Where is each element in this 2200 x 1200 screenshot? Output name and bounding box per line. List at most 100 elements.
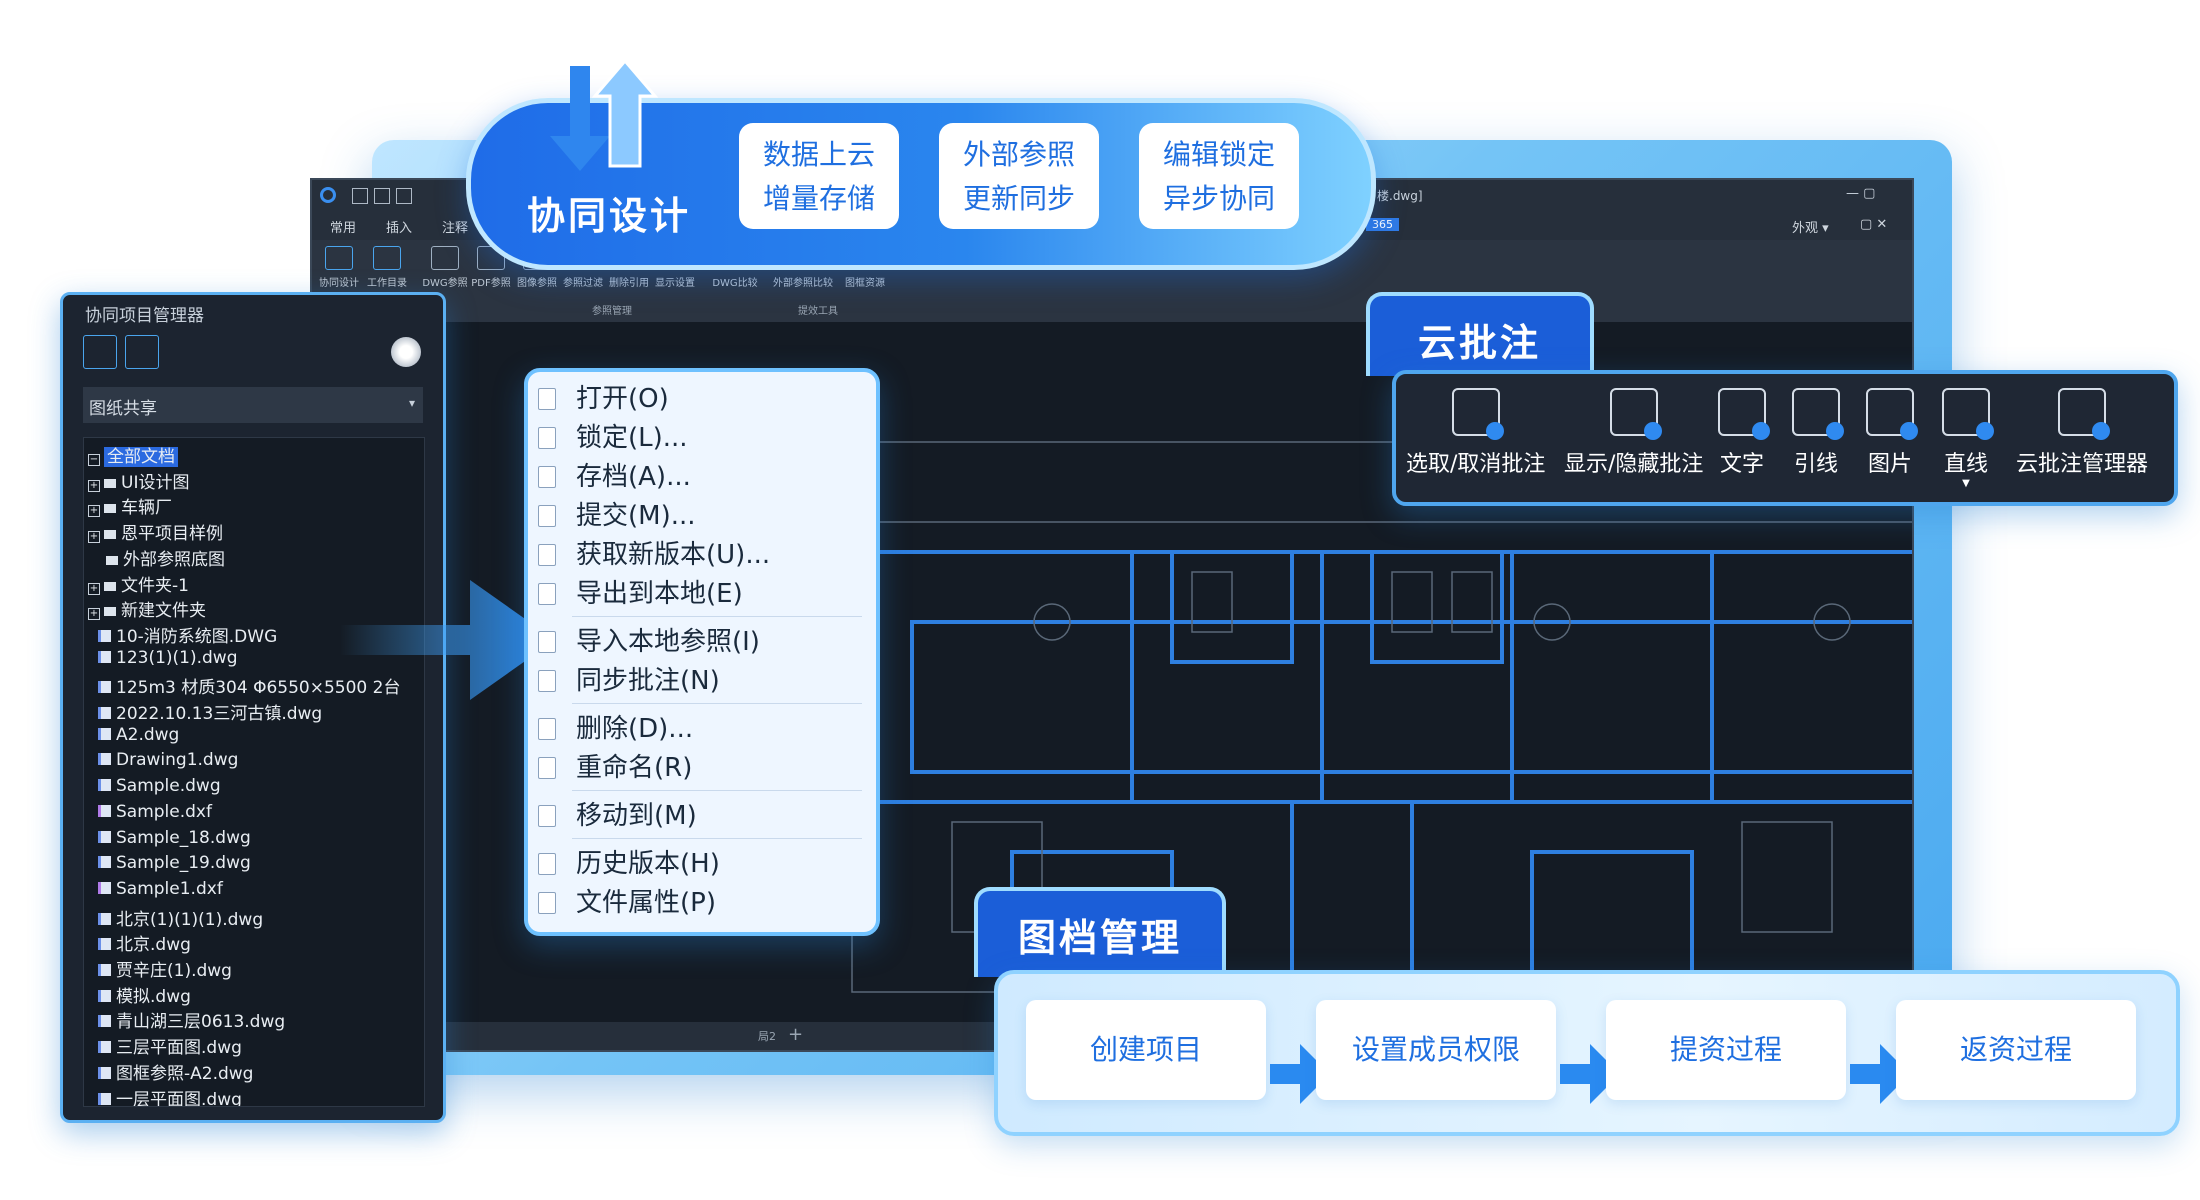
tree-item[interactable]: + 新建文件夹 (88, 596, 206, 621)
dxf-file-icon (98, 881, 111, 894)
collab-design-button[interactable]: 协同设计 (316, 246, 362, 289)
menu-item-label: 移动到(M) (576, 801, 697, 831)
tree-item-label: 新建文件夹 (121, 601, 206, 622)
tree-item-label: 外部参照底图 (123, 549, 225, 570)
menu-item[interactable]: 文件属性(P) (528, 884, 876, 922)
tree-item[interactable]: A2.dwg (98, 725, 179, 750)
menu-item[interactable]: 同步批注(N) (528, 662, 876, 700)
tree-item[interactable]: Sample_19.dwg (98, 853, 251, 878)
menu-item[interactable]: 存档(A)... (528, 458, 876, 496)
appearance-menu[interactable]: 外观 ▾ (1792, 221, 1829, 236)
step-create-project: 创建项目 (1026, 1000, 1266, 1100)
tree-item[interactable]: 模拟.dwg (98, 982, 191, 1007)
layout-tab[interactable]: 局2 (758, 1030, 776, 1043)
expand-icon[interactable]: + (88, 582, 100, 595)
tree-item-label: 模拟.dwg (116, 986, 191, 1007)
expand-icon[interactable]: + (88, 531, 100, 544)
ribbon-group-tools: 提效工具 (798, 306, 838, 317)
share-type-select[interactable]: 图纸共享 ▾ (83, 387, 423, 423)
version-badge: 365 (1366, 218, 1399, 231)
menu-separator (572, 703, 862, 704)
tree-item[interactable]: 青山湖三层0613.dwg (98, 1007, 285, 1032)
tab-home[interactable]: 常用 (330, 221, 357, 236)
menu-separator (572, 616, 862, 617)
expand-icon[interactable]: + (88, 479, 100, 492)
annotation-manager-button[interactable]: 云批注管理器 (2016, 388, 2148, 478)
menu-item-icon (538, 892, 556, 914)
tree-item-label: 贾辛庄(1).dwg (116, 961, 232, 981)
toggle-annotation-button[interactable]: 显示/隐藏批注 (1564, 388, 1703, 478)
tree-item[interactable]: + 文件夹-1 (88, 571, 189, 596)
expand-icon[interactable]: + (88, 505, 100, 518)
tree-item[interactable]: 贾辛庄(1).dwg (98, 956, 232, 981)
refresh-icon[interactable] (83, 335, 117, 369)
feature-card-xref: 外部参照更新同步 (939, 123, 1099, 229)
tree-item[interactable]: 北京.dwg (98, 930, 191, 955)
open-file-icon[interactable] (374, 188, 390, 204)
tree-item[interactable]: 三层平面图.dwg (98, 1033, 242, 1058)
menu-item[interactable]: 重命名(R) (528, 749, 876, 787)
add-layout-icon[interactable]: + (788, 1024, 804, 1045)
tree-item[interactable]: Drawing1.dwg (98, 750, 238, 775)
dwg-file-icon (98, 830, 111, 843)
menu-item[interactable]: 历史版本(H) (528, 845, 876, 883)
menu-item-icon (538, 853, 556, 875)
window-restore-icon[interactable]: ▢ ✕ (1860, 217, 1888, 232)
image-annotation-button[interactable]: 图片 (1866, 388, 1918, 478)
select-annotation-button[interactable]: 选取/取消批注 (1406, 388, 1545, 478)
step-arrow-icon (1850, 1044, 1910, 1104)
new-file-icon[interactable] (352, 188, 368, 204)
settings-gear-icon[interactable] (391, 337, 421, 367)
menu-item[interactable]: 删除(D)... (528, 710, 876, 748)
line-annotation-button[interactable]: 直线▼ (1942, 388, 1994, 489)
expand-icon[interactable]: + (88, 608, 100, 621)
menu-item-label: 历史版本(H) (576, 849, 720, 879)
comment-check-icon (1451, 388, 1504, 440)
new-document-icon[interactable] (125, 335, 159, 369)
tree-item-label: Sample_19.dwg (116, 853, 251, 874)
tree-item[interactable]: 北京(1)(1)(1).dwg (98, 905, 263, 930)
window-controls[interactable]: — ▢ (1846, 186, 1876, 201)
tree-item[interactable]: +恩平项目样例 (88, 519, 223, 544)
tree-item[interactable]: +车辆厂 (88, 493, 172, 518)
menu-item[interactable]: 导出到本地(E) (528, 575, 876, 613)
tree-item[interactable]: 2022.10.13三河古镇.dwg (98, 699, 322, 724)
tree-item[interactable]: 123(1)(1).dwg (98, 648, 238, 673)
tree-item-label: 文件夹-1 (121, 575, 189, 596)
menu-item[interactable]: 移动到(M) (528, 797, 876, 835)
document-management-tab: 图档管理 (974, 887, 1226, 977)
text-annotation-button[interactable]: 文字 (1718, 388, 1770, 478)
tree-item-label: 北京(1)(1)(1).dwg (116, 909, 264, 930)
leader-annotation-button[interactable]: 引线 (1792, 388, 1844, 478)
collapse-icon[interactable]: − (88, 454, 100, 466)
tab-annotate[interactable]: 注释 (442, 221, 469, 236)
step-submit-data: 提资过程 (1606, 1000, 1846, 1100)
menu-separator (572, 838, 862, 839)
tree-item[interactable]: 125m3 材质304 Φ6550×5500 2台 (98, 673, 400, 698)
work-directory-button[interactable]: 工作目录 (364, 246, 410, 289)
tree-item[interactable]: −全部文档 (88, 442, 178, 467)
tree-item[interactable]: Sample.dwg (98, 776, 221, 801)
tree-item[interactable]: 图框参照-A2.dwg (98, 1059, 253, 1084)
tree-item[interactable]: +UI设计图 (88, 468, 189, 493)
menu-item-icon (538, 757, 556, 779)
tree-item[interactable]: Sample.dxf (98, 802, 212, 827)
menu-item[interactable]: 锁定(L)... (528, 419, 876, 457)
tree-item-label: 一层平面图.dwg (116, 1089, 242, 1107)
menu-item[interactable]: 获取新版本(U)... (528, 536, 876, 574)
tree-item[interactable]: 一层平面图.dwg (98, 1085, 242, 1107)
menu-item[interactable]: 打开(O) (528, 380, 876, 418)
tree-item[interactable]: 外部参照底图 (106, 545, 225, 570)
menu-item[interactable]: 提交(M)... (528, 497, 876, 535)
tab-insert[interactable]: 插入 (386, 221, 413, 236)
save-icon[interactable] (396, 188, 412, 204)
menu-item[interactable]: 导入本地参照(I) (528, 623, 876, 661)
tree-item[interactable]: Sample1.dxf (98, 879, 223, 904)
folder-icon (104, 478, 116, 488)
folder-icon (104, 530, 116, 540)
tree-item[interactable]: Sample_18.dwg (98, 828, 251, 853)
tree-item[interactable]: 10-消防系统图.DWG (98, 622, 277, 647)
menu-item-label: 重命名(R) (576, 753, 693, 783)
dwg-reference-button[interactable]: DWG参照 (422, 246, 468, 289)
cloud-annotation-tab: 云批注 (1366, 292, 1594, 376)
